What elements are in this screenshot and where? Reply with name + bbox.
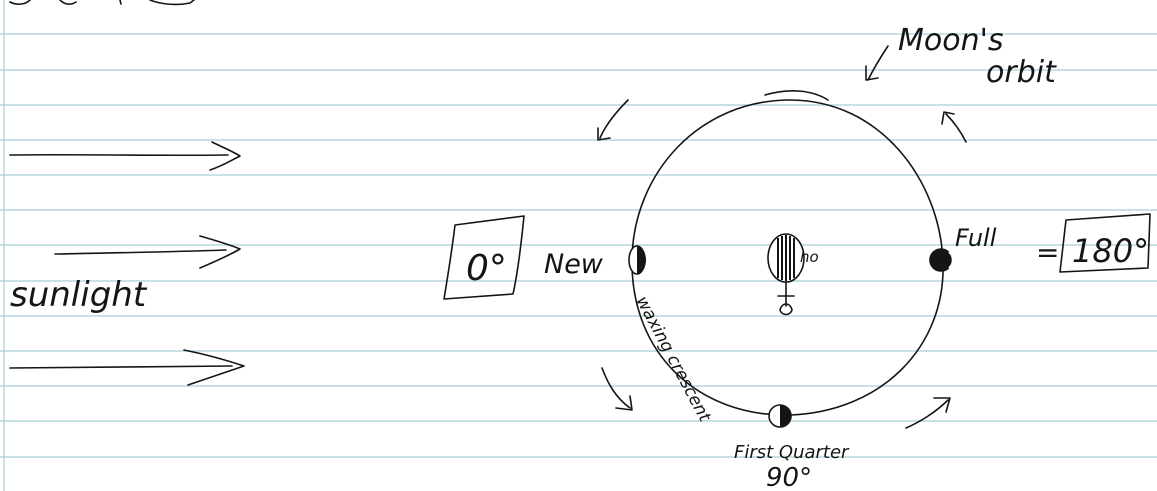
- first-quarter-label: First Quarter: [734, 442, 850, 463]
- new-moon: [629, 246, 646, 274]
- equals-sign: =: [1036, 236, 1059, 269]
- zero-degree-label: 0°: [466, 248, 507, 289]
- full-moon: [930, 249, 953, 271]
- sunlight-arrow-3: [10, 350, 244, 385]
- earth: [768, 234, 804, 315]
- sunlight-label: sunlight: [10, 275, 148, 315]
- full-label: Full: [955, 224, 997, 252]
- top-left-scribble: [10, 0, 194, 4]
- moons-orbit-pointer: [866, 46, 888, 80]
- one-eighty-label: 180°: [1072, 232, 1149, 270]
- first-quarter-moon: [769, 405, 791, 427]
- new-label: New: [544, 249, 604, 280]
- moons-orbit-label-1: Moon's: [898, 23, 1003, 58]
- moons-orbit-label-2: orbit: [986, 55, 1057, 90]
- waxing-crescent-label: waxing crescent: [632, 293, 716, 426]
- sunlight-arrow-1: [10, 142, 240, 170]
- sunlight-arrow-2: [55, 236, 240, 268]
- earth-label: ho: [800, 248, 819, 266]
- first-quarter-angle: 90°: [766, 463, 812, 491]
